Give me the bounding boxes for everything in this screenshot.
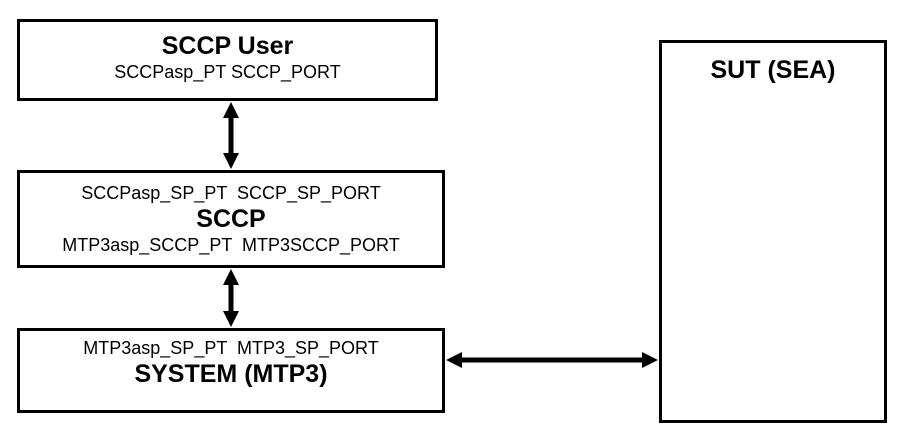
- box-sccp: SCCPasp_SP_PT SCCP_SP_PORT SCCP MTP3asp_…: [17, 170, 445, 268]
- box-sut: SUT (SEA): [659, 40, 887, 423]
- system-mtp3-title: SYSTEM (MTP3): [134, 360, 328, 388]
- arrow-sccp-user-sccp: [223, 102, 239, 169]
- sut-title: SUT (SEA): [710, 56, 836, 84]
- sccp-user-ports-label: SCCPasp_PT SCCP_PORT: [114, 62, 341, 82]
- arrow-sccp-system-mtp3: [223, 269, 239, 327]
- sccp-ports-bottom-label: MTP3asp_SCCP_PT MTP3SCCP_PORT: [62, 235, 400, 255]
- sccp-title: SCCP: [196, 205, 266, 233]
- box-system-mtp3: MTP3asp_SP_PT MTP3_SP_PORT SYSTEM (MTP3): [17, 328, 445, 413]
- arrow-system-mtp3-sut: [446, 352, 658, 368]
- sccp-ports-top-label: SCCPasp_SP_PT SCCP_SP_PORT: [81, 183, 381, 203]
- sccp-user-title: SCCP User: [161, 32, 294, 60]
- system-mtp3-ports-label: MTP3asp_SP_PT MTP3_SP_PORT: [83, 338, 379, 358]
- box-sccp-user: SCCP User SCCPasp_PT SCCP_PORT: [17, 19, 438, 101]
